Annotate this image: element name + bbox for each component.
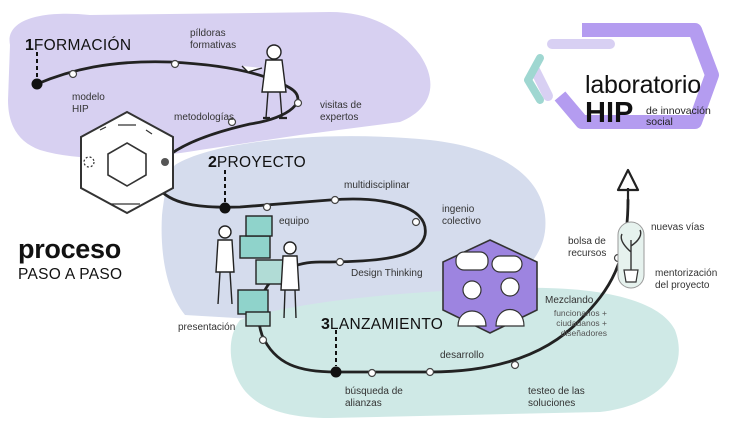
- label-visitas: visitas de expertos: [320, 100, 362, 123]
- hexagon-model-icon: [80, 110, 174, 215]
- logo-hexagon: [524, 23, 719, 129]
- heading-paso-a-paso: PASO A PASO: [18, 266, 123, 283]
- stage-number: 3: [321, 316, 330, 333]
- plant-icon: [617, 221, 645, 289]
- lanzamiento-blob: [230, 287, 679, 418]
- team-boxes-icon: [215, 215, 300, 327]
- teacher-figure-icon: [241, 44, 287, 120]
- arrow-up-icon: [616, 168, 640, 205]
- logo-subtitle: de innovación social: [646, 105, 711, 129]
- heading-proceso: proceso: [18, 234, 121, 264]
- stage-title: PROYECTO: [216, 154, 307, 171]
- logo-laboratorio: laboratorio: [585, 71, 701, 99]
- label-presentacion: presentación: [178, 322, 236, 333]
- stage-lanzamiento: 3LANZAMIENTO: [321, 316, 443, 334]
- label-mezclando: Mezclando: [545, 295, 594, 306]
- label-metodologias: metodologías: [174, 112, 235, 123]
- label-modelo: modelo HIP: [72, 92, 105, 115]
- label-pildoras: píldoras formativas: [190, 28, 237, 51]
- path-markers: [68, 59, 623, 378]
- stage-number: 2: [208, 154, 217, 171]
- stage-markers: [31, 52, 342, 378]
- label-equipo: equipo: [279, 216, 310, 227]
- stage-formacion: 1FORMACIÓN: [25, 37, 131, 55]
- stage-title: LANZAMIENTO: [329, 316, 444, 333]
- label-bolsa: bolsa de recursos: [568, 236, 607, 259]
- stage-title: FORMACIÓN: [33, 37, 132, 54]
- label-mentorizacion: mentorización del proyecto: [655, 268, 718, 291]
- label-desarrollo: desarrollo: [440, 350, 484, 361]
- logo-hip: HIP: [585, 97, 634, 129]
- conversation-icon: [442, 239, 538, 334]
- label-testeo: testeo de las soluciones: [528, 386, 585, 409]
- label-ingenio: ingenio colectivo: [442, 204, 481, 227]
- label-nuevas-vias: nuevas vías: [651, 222, 705, 233]
- label-busqueda: búsqueda de alianzas: [345, 386, 403, 409]
- label-multidisciplinar: multidisciplinar: [344, 180, 410, 191]
- label-mezclando-detail: funcionarios + ciudadanos + diseñadores: [553, 308, 607, 338]
- label-design-thinking: Design Thinking: [351, 268, 423, 279]
- stage-proyecto: 2PROYECTO: [208, 154, 306, 172]
- stage-number: 1: [25, 37, 34, 54]
